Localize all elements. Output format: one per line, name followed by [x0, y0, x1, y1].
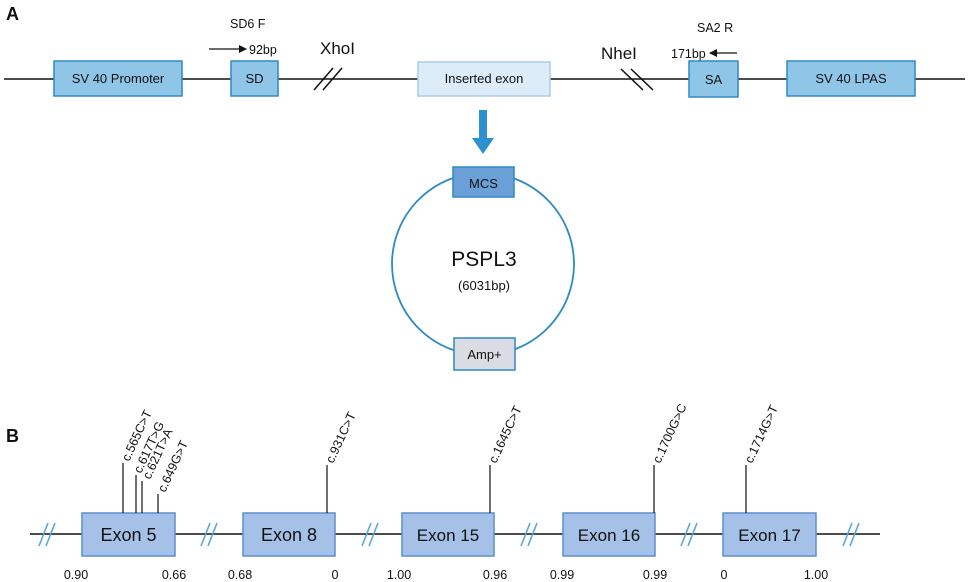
mcs-label: MCS	[469, 176, 498, 191]
exon-5-label: Exon 5	[100, 525, 156, 545]
inserted-exon-label: Inserted exon	[445, 71, 524, 86]
exon-15-label: Exon 15	[417, 526, 479, 545]
break-mark	[680, 522, 698, 547]
amp-box: Amp+	[453, 337, 516, 371]
exon-17-label: Exon 17	[738, 526, 800, 545]
xhoi-site-label: XhoI	[320, 39, 355, 58]
splice-score: 1.00	[804, 568, 828, 582]
exon-17-box: Exon 17	[722, 512, 817, 557]
plasmid-name: PSPL3	[451, 248, 516, 271]
splice-score: 0.66	[162, 568, 186, 582]
break-mark	[38, 522, 56, 547]
break-mark	[520, 522, 538, 547]
exon-16-label: Exon 16	[578, 526, 640, 545]
exon-15-box: Exon 15	[401, 512, 495, 557]
sa2r-primer-name: SA2 R	[697, 21, 733, 35]
variant-label: c.1645C>T	[486, 403, 525, 465]
sv40-promoter-box: SV 40 Promoter	[53, 60, 183, 97]
sv40-lpas-label: SV 40 LPAS	[815, 71, 887, 86]
insertion-arrow-icon	[472, 110, 494, 154]
panel-b-label: B	[6, 426, 19, 446]
sa2r-primer-size: 171bp	[671, 47, 706, 61]
sd-label: SD	[245, 71, 263, 86]
amp-label: Amp+	[467, 347, 501, 362]
splice-score: 0.68	[228, 568, 252, 582]
break-marks	[38, 522, 860, 547]
exon-5-box: Exon 5	[81, 512, 176, 557]
splice-score: 0.90	[64, 568, 88, 582]
break-mark	[361, 522, 379, 547]
variant-label: c.931C>T	[323, 410, 359, 466]
sv40-lpas-box: SV 40 LPAS	[786, 60, 916, 97]
nhei-break-mark	[620, 68, 654, 91]
splice-score: 1.00	[387, 568, 411, 582]
mcs-box: MCS	[452, 166, 515, 198]
exon-8-label: Exon 8	[261, 525, 317, 545]
splice-score: 0.99	[643, 568, 667, 582]
variant-label: c.1714G>T	[742, 403, 781, 466]
break-mark	[200, 522, 218, 547]
splice-score: 0.96	[483, 568, 507, 582]
exon-8-box: Exon 8	[242, 512, 336, 557]
splice-score: 0.99	[550, 568, 574, 582]
variant-stems	[122, 463, 747, 513]
break-mark	[842, 522, 860, 547]
panel-a-label: A	[6, 4, 19, 24]
sa-box: SA	[688, 60, 739, 98]
variant-label: c.1700G>C	[650, 402, 690, 466]
sd6f-primer-size: 92bp	[249, 43, 277, 57]
inserted-exon-box: Inserted exon	[417, 61, 551, 97]
sd-box: SD	[230, 60, 279, 97]
plasmid-size: (6031bp)	[458, 278, 510, 293]
sd6f-primer-name: SD6 F	[230, 17, 266, 31]
splice-score: 0	[721, 568, 728, 582]
splice-score: 0	[332, 568, 339, 582]
xhoi-break-mark	[313, 67, 343, 91]
sa-label: SA	[705, 72, 723, 87]
sv40-promoter-label: SV 40 Promoter	[72, 71, 165, 86]
nhei-site-label: NheI	[601, 44, 637, 63]
exon-16-box: Exon 16	[562, 512, 656, 557]
